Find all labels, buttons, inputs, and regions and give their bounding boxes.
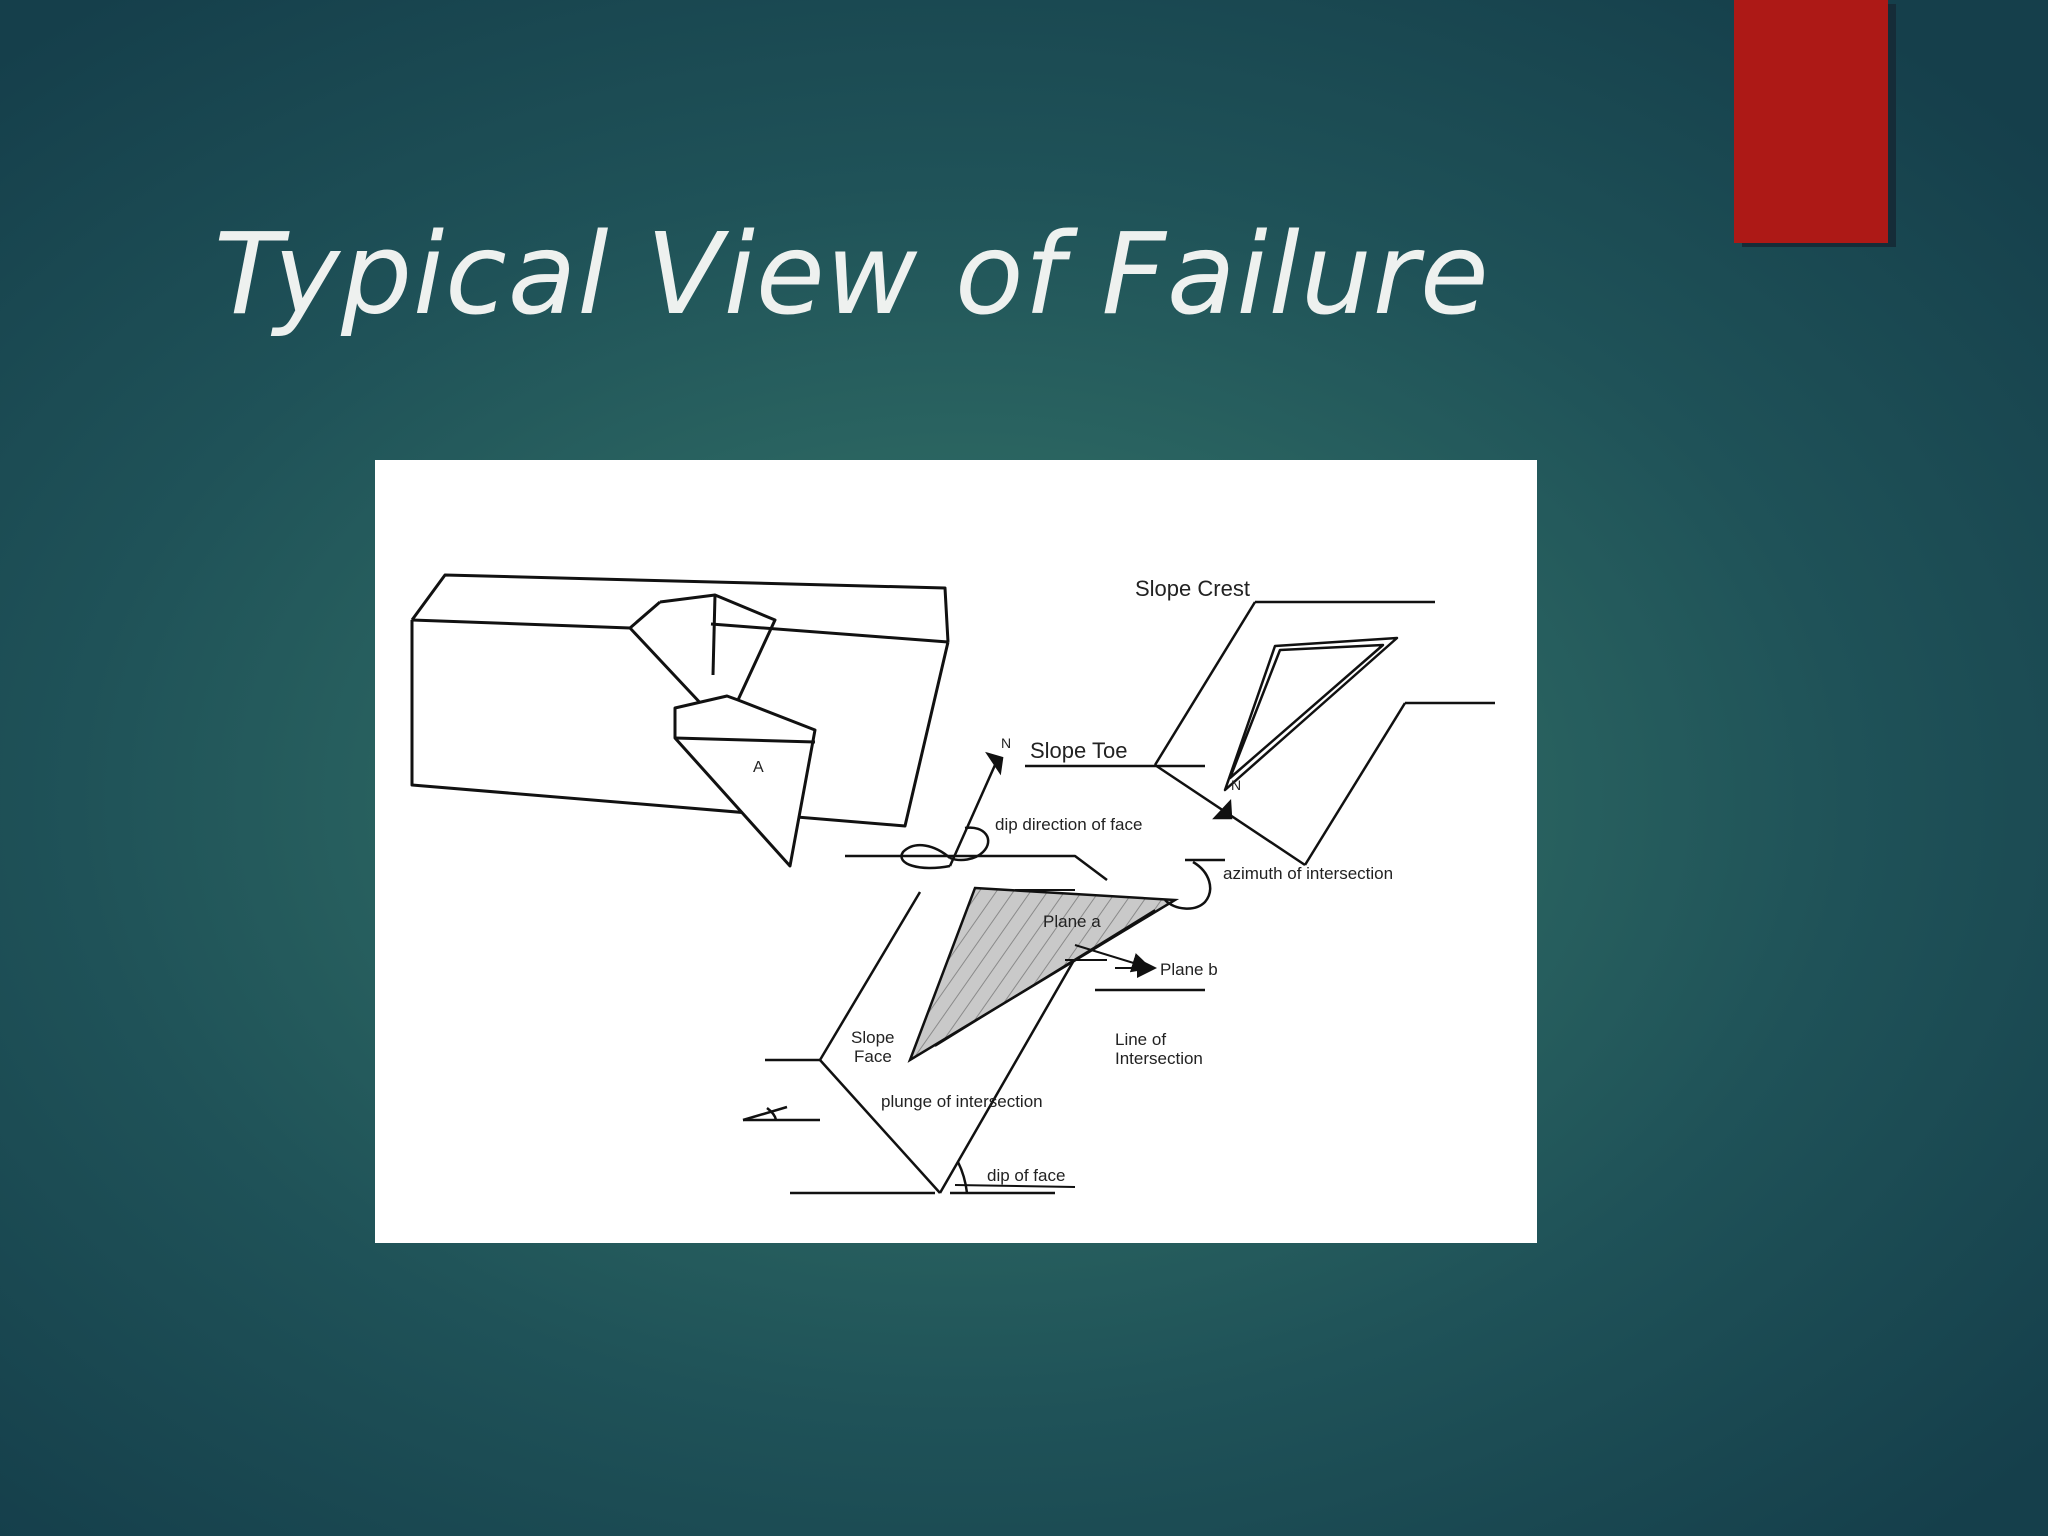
plane-a-label: Plane a bbox=[1043, 912, 1101, 931]
line-of-intersection-label-2: Intersection bbox=[1115, 1049, 1203, 1068]
plane-b-label: Plane b bbox=[1160, 960, 1218, 979]
plunge-of-intersection-label: plunge of intersection bbox=[881, 1092, 1043, 1111]
wedge-failure-figure: A bbox=[375, 460, 1537, 1243]
slide-title: Typical View of Failure bbox=[214, 210, 1490, 340]
block-marker-label: A bbox=[753, 759, 764, 776]
dip-direction-label: dip direction of face bbox=[995, 815, 1142, 834]
north-label-2: N bbox=[1231, 777, 1241, 793]
line-of-intersection-label-1: Line of bbox=[1115, 1030, 1166, 1049]
wedge-failure-diagram: A bbox=[410, 573, 1495, 1195]
block-model bbox=[410, 573, 950, 868]
north-arrows bbox=[948, 751, 1233, 867]
accent-bar bbox=[1734, 0, 1888, 243]
north-label-1: N bbox=[1001, 735, 1011, 751]
slope-face-label-1: Slope bbox=[851, 1028, 894, 1047]
dip-of-face-label: dip of face bbox=[987, 1166, 1065, 1185]
rotation-arrows bbox=[900, 826, 1212, 910]
slope-toe-label: Slope Toe bbox=[1030, 738, 1127, 763]
wedge-geometry bbox=[742, 600, 1495, 1195]
slope-face-label-2: Face bbox=[854, 1047, 892, 1066]
leader-lines bbox=[954, 889, 1157, 1188]
slope-crest-label: Slope Crest bbox=[1135, 576, 1250, 601]
azimuth-label: azimuth of intersection bbox=[1223, 864, 1393, 883]
